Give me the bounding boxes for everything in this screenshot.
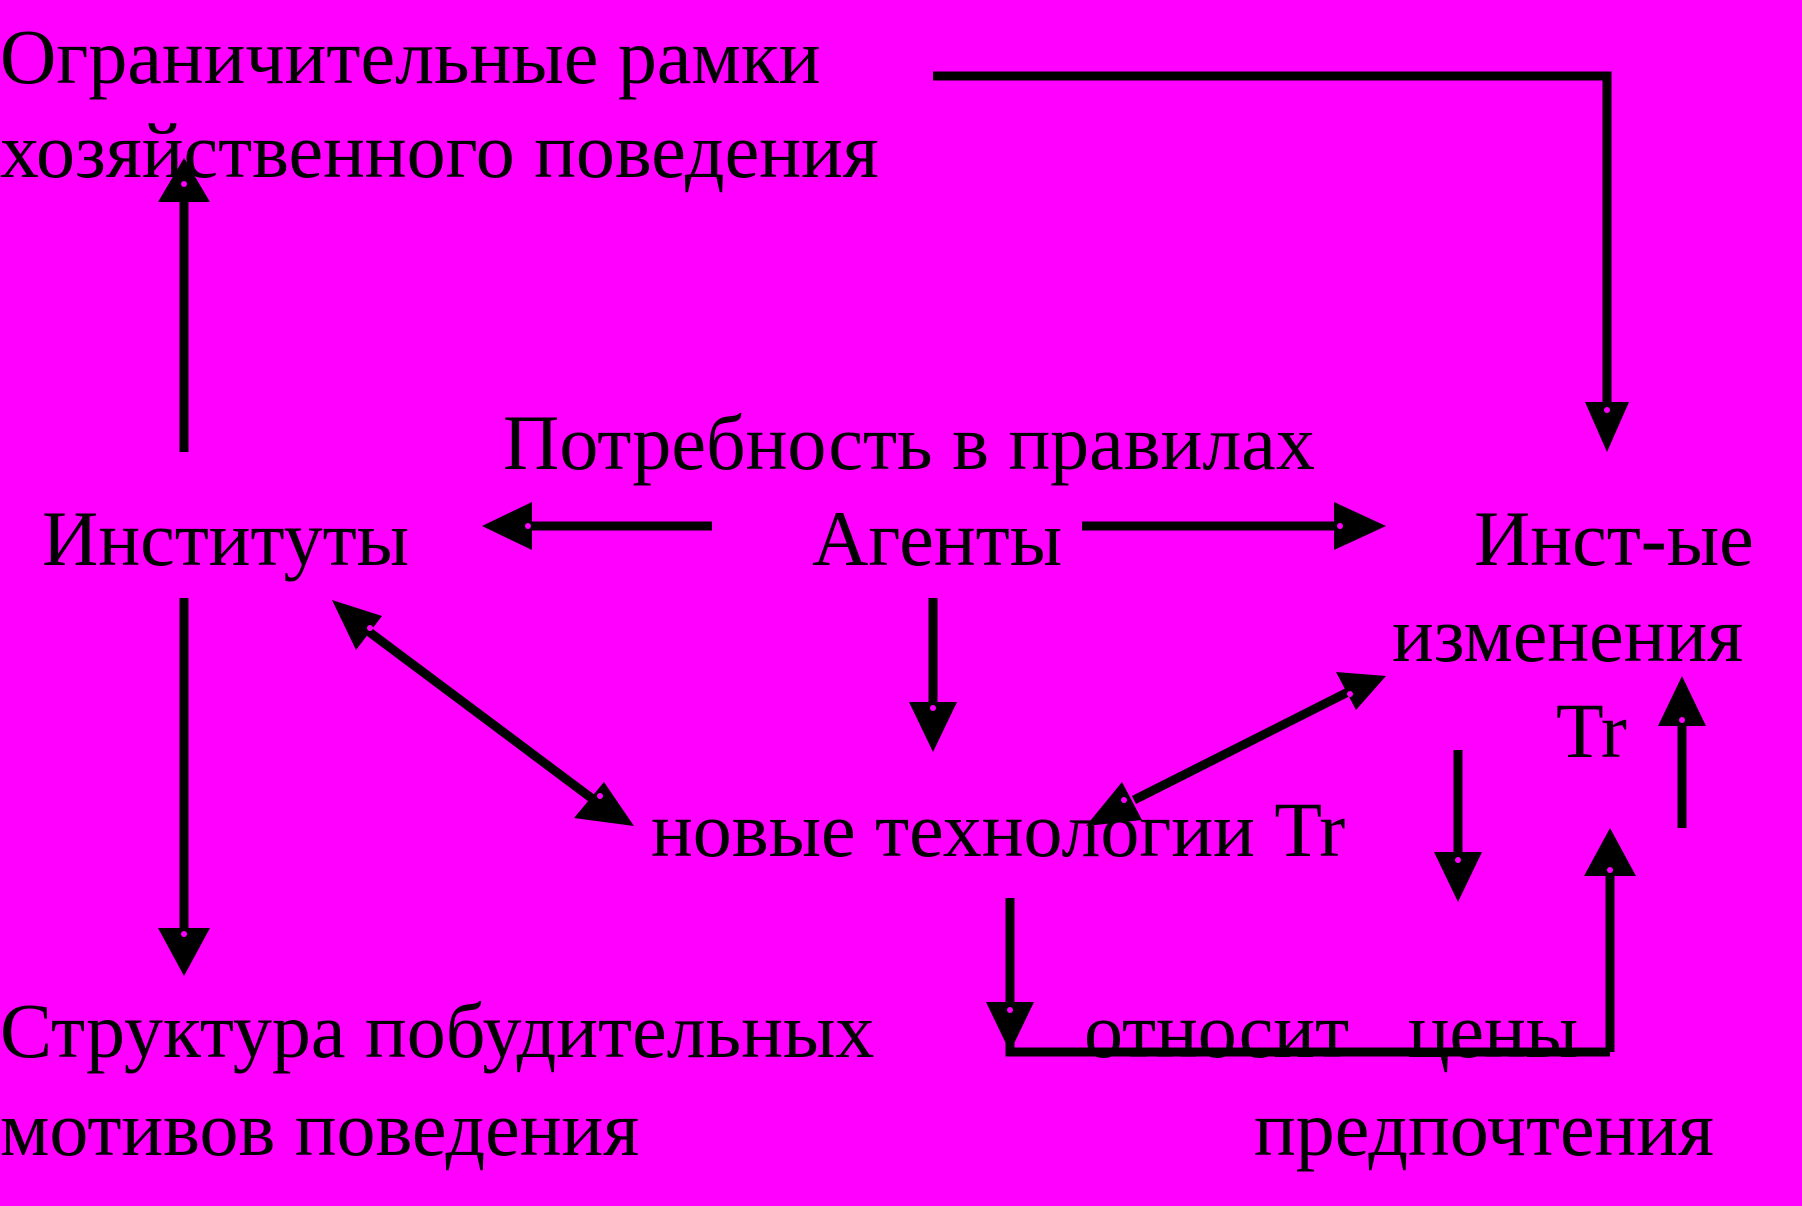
arrow-institutes-new-tech-double: [332, 600, 634, 826]
label-inst-changes-line1: Инст-ые: [1474, 495, 1754, 582]
arrow-institutes-to-constraints: [158, 158, 210, 452]
label-institutes: Институты: [42, 495, 410, 582]
arrow-up-to-changes: [1658, 676, 1706, 828]
arrow-changes-new-tech-double: [1086, 672, 1386, 826]
arrow-changes-down: [1434, 750, 1482, 902]
label-needs-for-rules: Потребность в правилах: [503, 399, 1315, 486]
arrow-agents-to-institutes: [482, 502, 712, 550]
label-relative-prices: относит цены: [1084, 987, 1579, 1074]
arrow-new-tech-to-prices: [986, 898, 1610, 1057]
label-new-technologies: новые технологии Tr: [651, 786, 1346, 873]
arrow-institutes-to-structure: [158, 598, 210, 976]
arrow-prices-to-tr: [1584, 828, 1636, 1052]
label-constraints-line2: хозяйственного поведения: [0, 107, 879, 194]
label-agents: Агенты: [812, 495, 1063, 582]
arrow-agents-to-new-tech: [909, 598, 957, 752]
arrow-constraints-to-changes: [933, 71, 1629, 452]
label-tr: Tr: [1556, 687, 1627, 774]
label-inst-changes-line2: изменения: [1392, 591, 1744, 678]
label-structure-line1: Структура побудительных: [0, 987, 875, 1074]
arrow-agents-to-changes: [1082, 502, 1386, 550]
label-constraints-line1: Ограничительные рамки: [0, 13, 821, 100]
label-preferences: предпочтения: [1254, 1085, 1715, 1172]
label-structure-line2: мотивов поведения: [0, 1085, 640, 1172]
